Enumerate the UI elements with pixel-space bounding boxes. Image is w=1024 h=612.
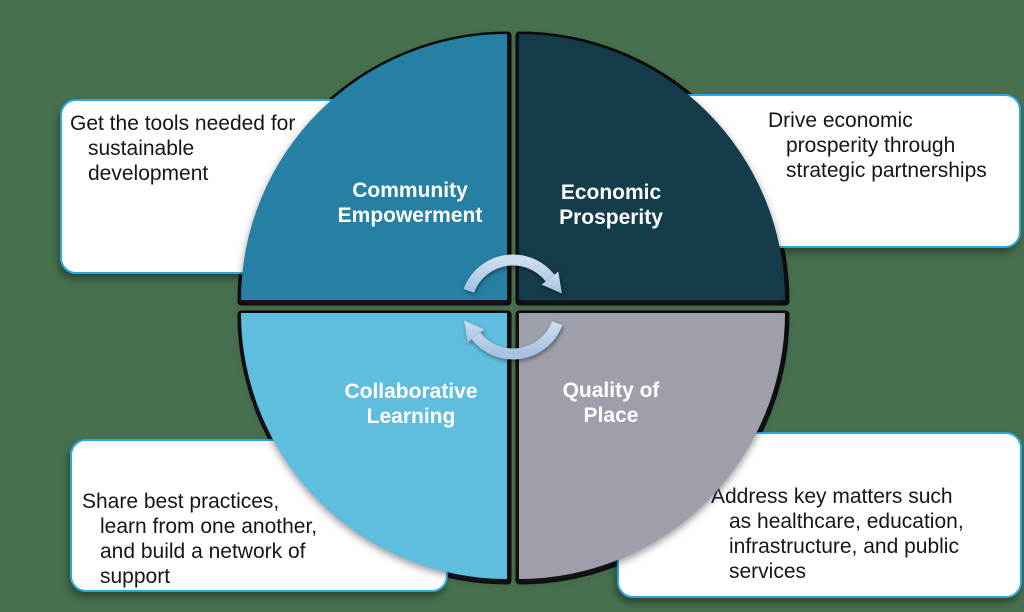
label-quality-of-place: Quality of Place bbox=[501, 378, 721, 428]
quadrant-quality-of-place bbox=[519, 313, 785, 579]
callout-line: prosperity through bbox=[786, 134, 956, 157]
label-line: Collaborative bbox=[344, 380, 478, 403]
callout-text: Address key matters such as healthcare, … bbox=[711, 484, 964, 584]
callout-line: infrastructure, and public bbox=[729, 535, 959, 558]
label-line: Quality of bbox=[562, 379, 660, 402]
callout-text: Get the tools needed for sustainable dev… bbox=[70, 111, 295, 186]
callout-line: support bbox=[100, 565, 171, 588]
label-line: Place bbox=[583, 404, 639, 427]
callout-line: as healthcare, education, bbox=[729, 510, 964, 533]
callout-text: Drive economic prosperity through strate… bbox=[768, 108, 987, 183]
callout-text: Share best practices, learn from one ano… bbox=[82, 489, 317, 589]
callout-line: and build a network of bbox=[100, 540, 306, 563]
callout-line: strategic partnerships bbox=[786, 159, 987, 182]
callout-line: Address key matters such bbox=[711, 485, 953, 508]
quadrant-collaborative-learning bbox=[241, 313, 507, 579]
callout-line: Share best practices, bbox=[82, 490, 280, 513]
callout-line: services bbox=[729, 560, 807, 583]
label-community-empowerment: Community Empowerment bbox=[300, 178, 520, 228]
callout-line: development bbox=[88, 162, 209, 185]
quadrant-community-empowerment bbox=[241, 34, 507, 300]
cycle-arrow-top-head bbox=[541, 271, 562, 294]
label-line: Prosperity bbox=[559, 206, 663, 229]
label-line: Community bbox=[352, 179, 468, 202]
callout-line: learn from one another, bbox=[100, 515, 318, 538]
label-line: Economic bbox=[560, 181, 662, 204]
quadrant-economic-prosperity bbox=[519, 34, 785, 300]
label-collaborative-learning: Collaborative Learning bbox=[301, 379, 521, 429]
label-economic-prosperity: Economic Prosperity bbox=[501, 180, 721, 230]
callout-line: Get the tools needed for bbox=[70, 112, 296, 135]
label-line: Learning bbox=[366, 405, 456, 428]
cycle-arrow-top-arc bbox=[463, 254, 555, 293]
cycle-arrows-icon bbox=[463, 254, 563, 360]
label-line: Empowerment bbox=[337, 204, 483, 227]
callout-line: sustainable bbox=[88, 137, 195, 160]
cycle-arrow-bottom-arc bbox=[471, 321, 563, 360]
callout-line: Drive economic bbox=[768, 109, 913, 132]
cycle-arrow-bottom-head bbox=[464, 320, 485, 343]
